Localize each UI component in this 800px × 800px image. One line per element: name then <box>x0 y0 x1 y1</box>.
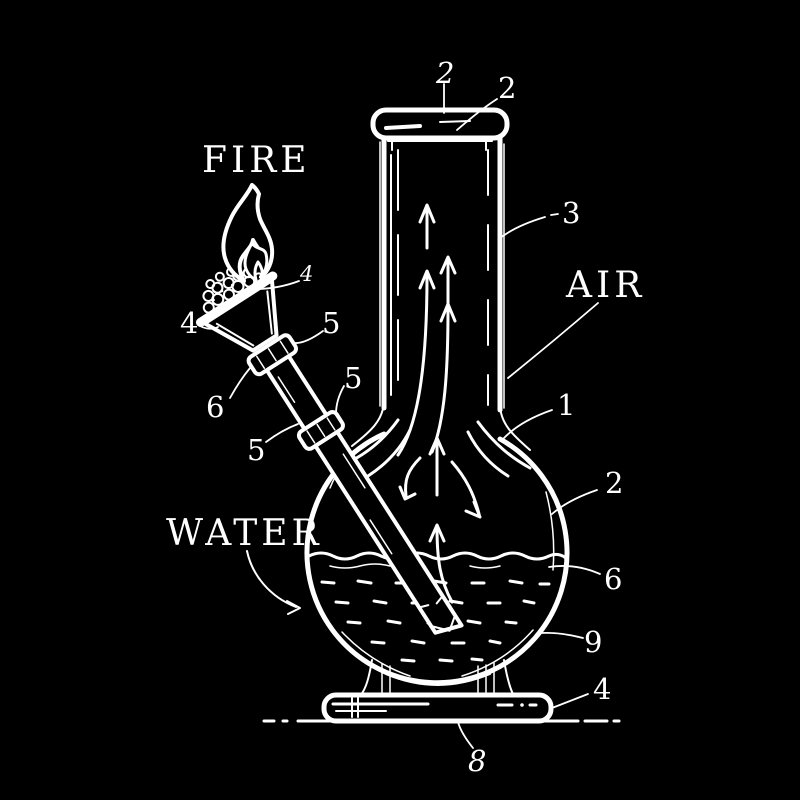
callout-water-line: 6 <box>604 562 622 596</box>
callout-base-edge: 4 <box>593 672 611 706</box>
callout-downstem: 5 <box>247 433 265 467</box>
callout-joint-lower: 5 <box>344 361 362 395</box>
label-air: AIR <box>565 265 645 306</box>
callout-numbers: 2 2 3 1 2 4 4 5 5 5 6 6 9 4 8 <box>180 56 623 778</box>
callout-base-center: 8 <box>468 744 486 778</box>
leader-lines <box>200 84 600 748</box>
callout-mouthpiece-lip: 2 <box>498 71 516 105</box>
tube <box>380 138 504 410</box>
base <box>324 660 551 721</box>
chamber <box>307 400 567 683</box>
label-fire: FIRE <box>202 140 311 181</box>
callout-chamber-wall-upper: 2 <box>605 466 623 500</box>
callout-bowl-contents: 4 <box>299 262 313 286</box>
water <box>309 553 566 661</box>
airflow-arrows-tube <box>398 205 455 455</box>
callout-joint-upper: 5 <box>322 306 340 340</box>
callout-bowl-side: 4 <box>180 306 198 340</box>
downstem-assembly <box>183 249 487 656</box>
flame-icon <box>223 185 272 281</box>
callout-chamber-wall-lower: 9 <box>584 625 602 659</box>
callout-tube: 3 <box>562 196 580 230</box>
label-water: WATER <box>166 513 323 554</box>
mouthpiece <box>373 110 507 150</box>
callout-collar: 6 <box>206 390 224 424</box>
callout-mouthpiece-rim: 2 <box>435 56 454 90</box>
text-labels: FIRE AIR WATER <box>166 140 645 554</box>
callout-neck: 1 <box>557 388 575 422</box>
airflow-arrows-chamber <box>340 420 530 602</box>
